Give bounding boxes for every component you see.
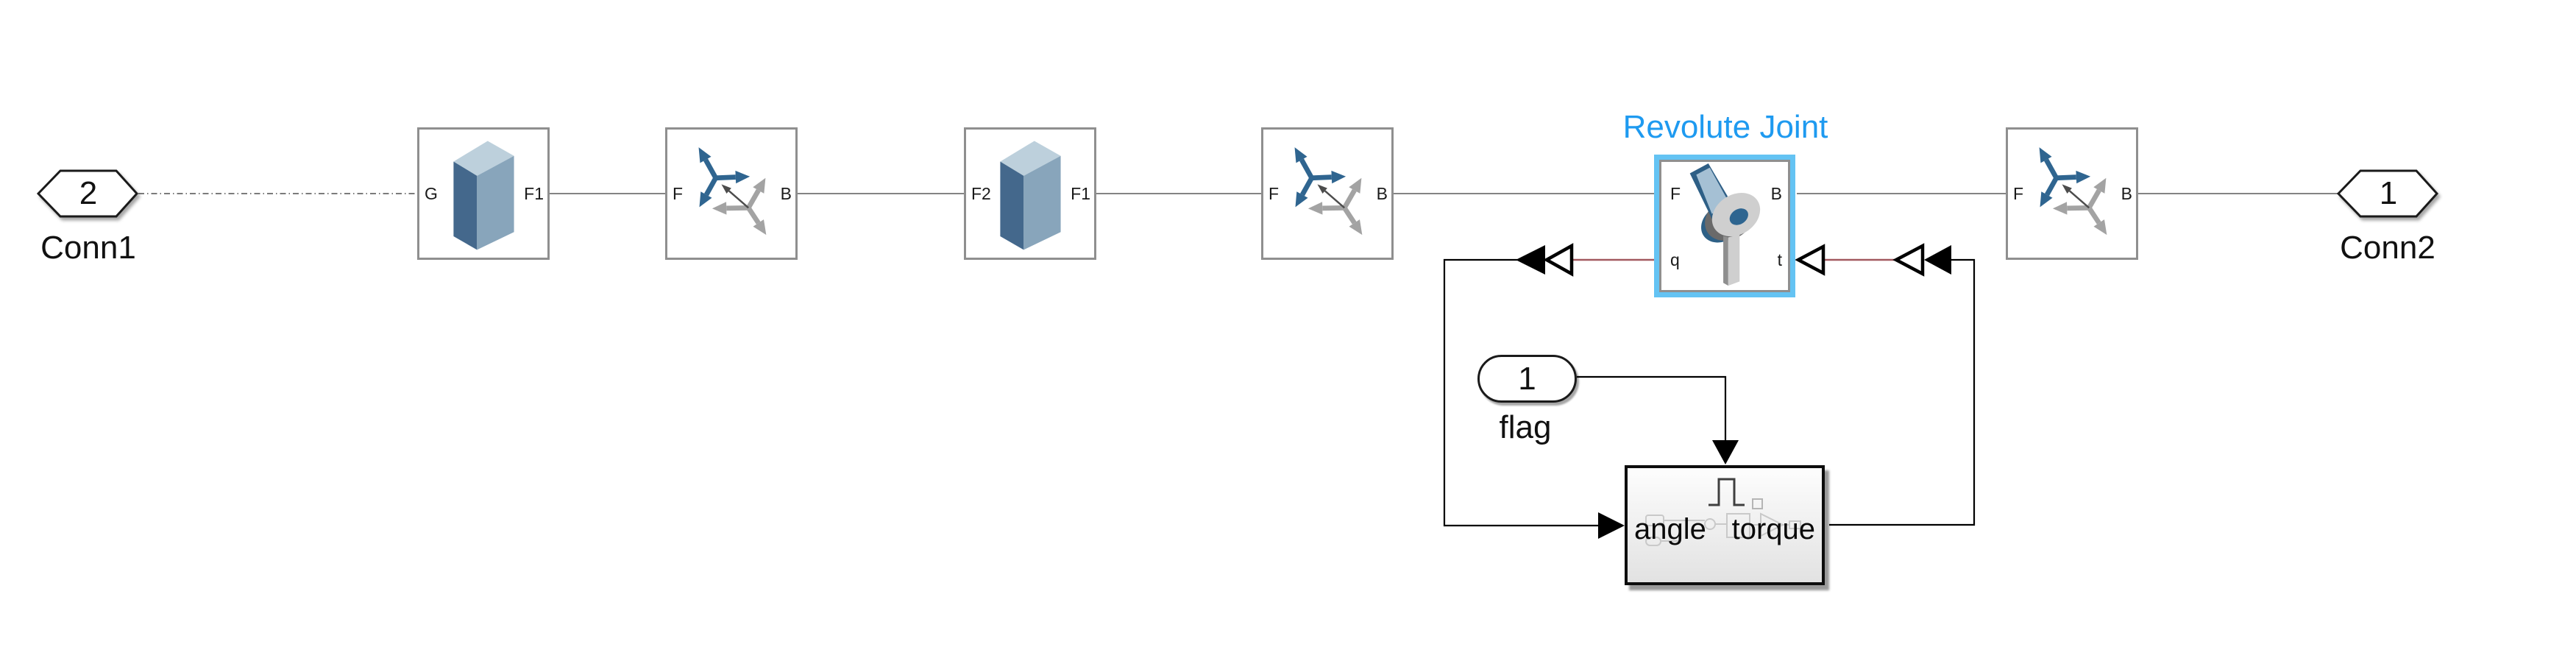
conn2-port-block[interactable]: 1 (2336, 166, 2441, 221)
solid-block-1[interactable] (417, 127, 550, 260)
wire-torque-to-t (1829, 258, 1976, 526)
joint-port-F: F (1670, 184, 1681, 203)
t-port-arrow-icon (1795, 244, 1825, 276)
transform-triad-icon (698, 147, 767, 236)
revolute-joint-icon (1689, 163, 1761, 286)
transform2-port-B: B (1376, 184, 1388, 203)
solid1-port-F1: F1 (524, 184, 544, 203)
pulse-icon (1709, 478, 1745, 506)
subsystem-port-angle: angle (1634, 513, 1706, 545)
brick-solid-icon (1000, 141, 1061, 250)
joint-port-t: t (1777, 250, 1782, 269)
flag-label: flag (1499, 409, 1552, 445)
rigid-transform-block-1[interactable] (665, 127, 798, 260)
conn2-label: Conn2 (2340, 230, 2435, 266)
solid2-port-F2: F2 (971, 184, 991, 203)
q-filled-arrow-icon (1516, 245, 1545, 275)
subsystem-port-torque: torque (1731, 513, 1815, 545)
transform3-port-B: B (2121, 184, 2132, 203)
transform-triad-icon (2039, 147, 2107, 236)
transform1-port-F: F (673, 184, 684, 203)
angle-torque-subsystem-block[interactable]: angle torque (1625, 465, 1825, 585)
transform-triad-icon (1294, 147, 1363, 236)
hexagon-icon (36, 169, 139, 218)
transform1-port-B: B (780, 184, 792, 203)
flag-input-arrow-icon (1712, 440, 1739, 464)
revolute-joint-block[interactable] (1654, 155, 1795, 297)
flag-number: 1 (1518, 361, 1536, 397)
conn1-number: 2 (79, 175, 98, 211)
joint-port-B: B (1770, 184, 1782, 203)
transform2-port-F: F (1269, 184, 1280, 203)
joint-port-q: q (1670, 250, 1680, 269)
solid1-port-G: G (425, 184, 438, 203)
subsystem-preview-icon (1645, 478, 1801, 546)
wire-q-to-angle (1443, 258, 1600, 527)
hexagon-icon (2336, 169, 2439, 218)
transform3-port-F: F (2013, 184, 2024, 203)
rigid-transform-block-2[interactable] (1261, 127, 1394, 260)
conn1-label: Conn1 (40, 230, 136, 266)
angle-input-arrow-icon (1598, 512, 1625, 539)
wire-flag-to-subsystem (1577, 375, 1727, 442)
t-filled-arrow-icon (1924, 245, 1951, 275)
solid2-port-F1: F1 (1071, 184, 1090, 203)
rigid-transform-block-3[interactable] (2006, 127, 2138, 260)
flag-inport-block[interactable]: 1 (1477, 355, 1577, 403)
conn2-number: 1 (2379, 175, 2398, 211)
t-hollow-arrow-icon (1892, 243, 1925, 277)
simulink-signal-lines[interactable] (1443, 258, 1976, 527)
revolute-joint-body (1659, 160, 1790, 292)
revolute-joint-title: Revolute Joint (1622, 109, 1828, 145)
q-hollow-arrow-icon (1543, 243, 1574, 277)
conn1-port-block[interactable]: 2 (36, 166, 141, 221)
solid-block-2[interactable] (964, 127, 1096, 260)
brick-solid-icon (453, 141, 514, 250)
